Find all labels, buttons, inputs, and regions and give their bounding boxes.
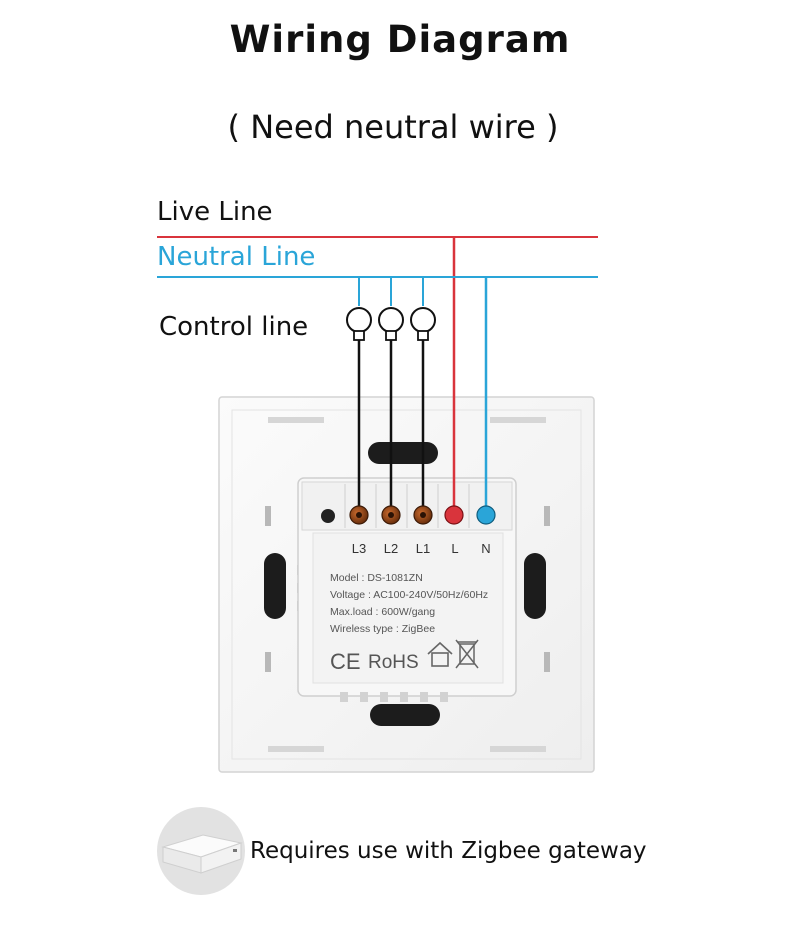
gateway-requirement-note: Requires use with Zigbee gateway [250, 838, 647, 864]
diagram-title: Wiring Diagram [229, 18, 571, 61]
terminal-label: N [481, 541, 490, 556]
mounting-slot-left [264, 553, 286, 619]
plate-slot [544, 506, 550, 526]
plate-slot [265, 506, 271, 526]
terminal-label: L [451, 541, 458, 556]
weee-bin-icon [455, 639, 479, 669]
terminal-label: L2 [384, 541, 398, 556]
bulb-icon [346, 307, 372, 341]
terminal-label: L1 [416, 541, 430, 556]
module-model: Model : DS-1081ZN [330, 572, 423, 584]
module-maxload: Max.load : 600W/gang [330, 606, 435, 618]
plate-tab [490, 746, 546, 752]
plate-inner-edge [231, 409, 582, 760]
terminal-l [444, 505, 464, 525]
ce-mark: CE [330, 649, 361, 674]
plate-tab [490, 417, 546, 423]
mounting-slot-right [524, 553, 546, 619]
gateway-thumbnail [157, 807, 245, 895]
control-line-label: Control line [159, 312, 309, 342]
bulb-icon [410, 307, 436, 341]
module-screw [321, 509, 335, 523]
mounting-slot-bottom [370, 704, 440, 726]
live-line-label: Live Line [157, 197, 273, 227]
home-icon [427, 641, 453, 667]
plate-tab [268, 417, 324, 423]
plate-tab [268, 746, 324, 752]
neutral-line-label: Neutral Line [157, 242, 316, 272]
module-voltage: Voltage : AC100-240V/50Hz/60Hz [330, 589, 488, 601]
diagram-subtitle: ( Need neutral wire ) [227, 108, 559, 146]
mounting-slot-top [368, 442, 438, 464]
zigbee-gateway-icon [161, 834, 243, 874]
rohs-mark: RoHS [368, 652, 419, 673]
module-wireless: Wireless type : ZigBee [330, 623, 435, 635]
terminal-label: L3 [352, 541, 366, 556]
terminal-n [476, 505, 496, 525]
bulb-icon [378, 307, 404, 341]
plate-slot [265, 652, 271, 672]
plate-slot [544, 652, 550, 672]
